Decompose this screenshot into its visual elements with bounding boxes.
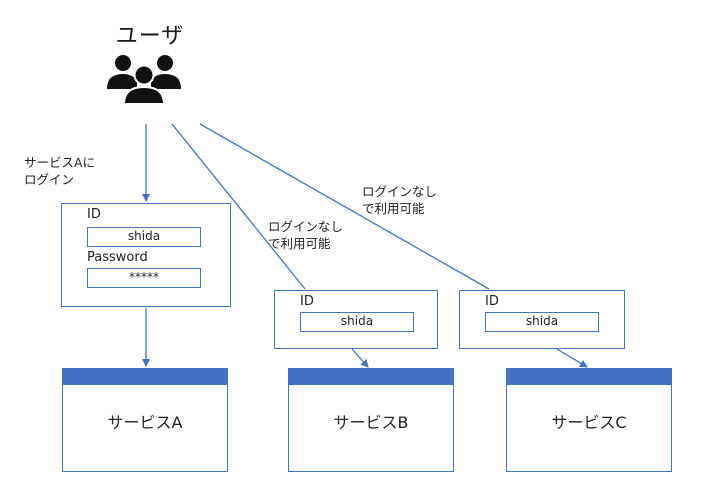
login-a-id-label: ID: [87, 207, 101, 222]
no-login-b-note: ログインなし で利用可能: [268, 218, 343, 252]
users-group-icon: [107, 55, 181, 105]
service-b-title-bar: [289, 369, 453, 385]
line-user-to-login-c: [199, 123, 490, 290]
arrow-login-c-to-service-c: [556, 348, 588, 368]
service-b-label: サービスB: [333, 413, 409, 432]
no-login-b-note-line1: ログインなし: [268, 219, 344, 234]
login-a-note-line2: ログイン: [24, 172, 75, 187]
login-panel-a: ID shida Password *****: [61, 203, 231, 307]
service-c-window: サービスC: [506, 368, 672, 472]
no-login-c-note: ログインなし で利用可能: [362, 183, 437, 217]
line-user-to-login-b: [171, 123, 306, 290]
no-login-c-note-line1: ログインなし: [362, 184, 438, 199]
login-c-id-field[interactable]: shida: [485, 312, 599, 332]
login-a-note: サービスAに ログイン: [24, 154, 95, 188]
service-a-label: サービスA: [107, 413, 183, 432]
no-login-c-note-line2: で利用可能: [362, 201, 425, 216]
login-b-id-label: ID: [300, 294, 314, 309]
service-a-window: サービスA: [62, 368, 228, 472]
login-b-id-field[interactable]: shida: [300, 312, 414, 332]
service-a-title-bar: [63, 369, 227, 385]
service-c-title-bar: [507, 369, 671, 385]
login-a-id-field[interactable]: shida: [87, 227, 201, 247]
login-a-note-line1: サービスAに: [24, 155, 96, 170]
login-a-password-label: Password: [87, 250, 148, 265]
user-label: ユーザ: [115, 24, 185, 49]
no-login-b-note-line2: で利用可能: [268, 236, 331, 251]
service-b-window: サービスB: [288, 368, 454, 472]
login-panel-b: ID shida: [274, 290, 438, 349]
login-c-id-label: ID: [485, 294, 499, 309]
service-c-label: サービスC: [551, 413, 627, 432]
arrow-login-b-to-service-b: [351, 348, 369, 368]
login-panel-c: ID shida: [459, 290, 625, 349]
login-a-password-field[interactable]: *****: [87, 268, 201, 288]
